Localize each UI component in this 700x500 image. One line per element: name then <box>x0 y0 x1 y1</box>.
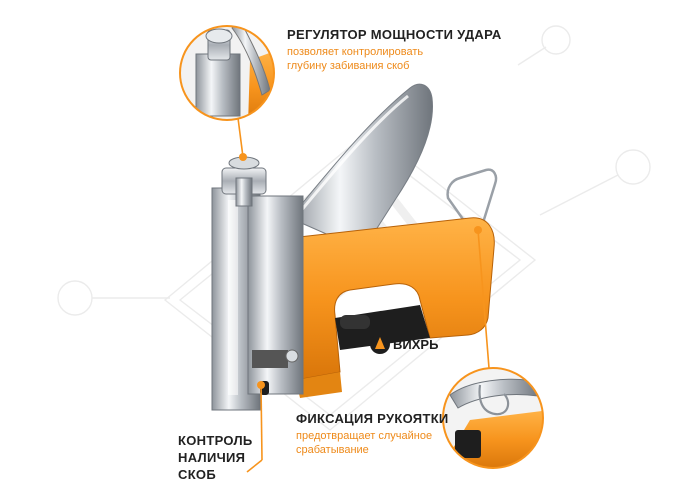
staple-control-title-line2: НАЛИЧИЯ <box>178 450 246 465</box>
orange-body <box>289 217 495 398</box>
staple-control-title-line1: КОНТРОЛЬ <box>178 433 253 448</box>
brand-logo: ВИХРЬ <box>370 334 438 354</box>
power-regulator-title: РЕГУЛЯТОР МОЩНОСТИ УДАРА <box>287 27 502 42</box>
handle-lock-desc-line2: срабатывание <box>296 444 369 456</box>
adjustment-knob <box>221 156 267 207</box>
leader-lines <box>237 117 490 473</box>
handle-lock-desc-line1: предотвращает случайное <box>296 430 433 442</box>
chrome-front-plate <box>211 187 304 411</box>
svg-text:ВИХРЬ: ВИХРЬ <box>393 337 438 352</box>
chrome-handle <box>289 83 433 241</box>
zoom-circle-knob <box>179 25 275 121</box>
staple-control-title-line3: СКОБ <box>178 467 216 482</box>
handle-lock-wire <box>446 168 498 233</box>
power-regulator-desc-line1: позволяет контролировать <box>287 46 424 58</box>
zoom-circle-lock <box>442 367 544 469</box>
power-regulator-desc-line2: глубину забивания скоб <box>287 60 410 72</box>
handle-lock-title: ФИКСАЦИЯ РУКОЯТКИ <box>296 411 449 426</box>
